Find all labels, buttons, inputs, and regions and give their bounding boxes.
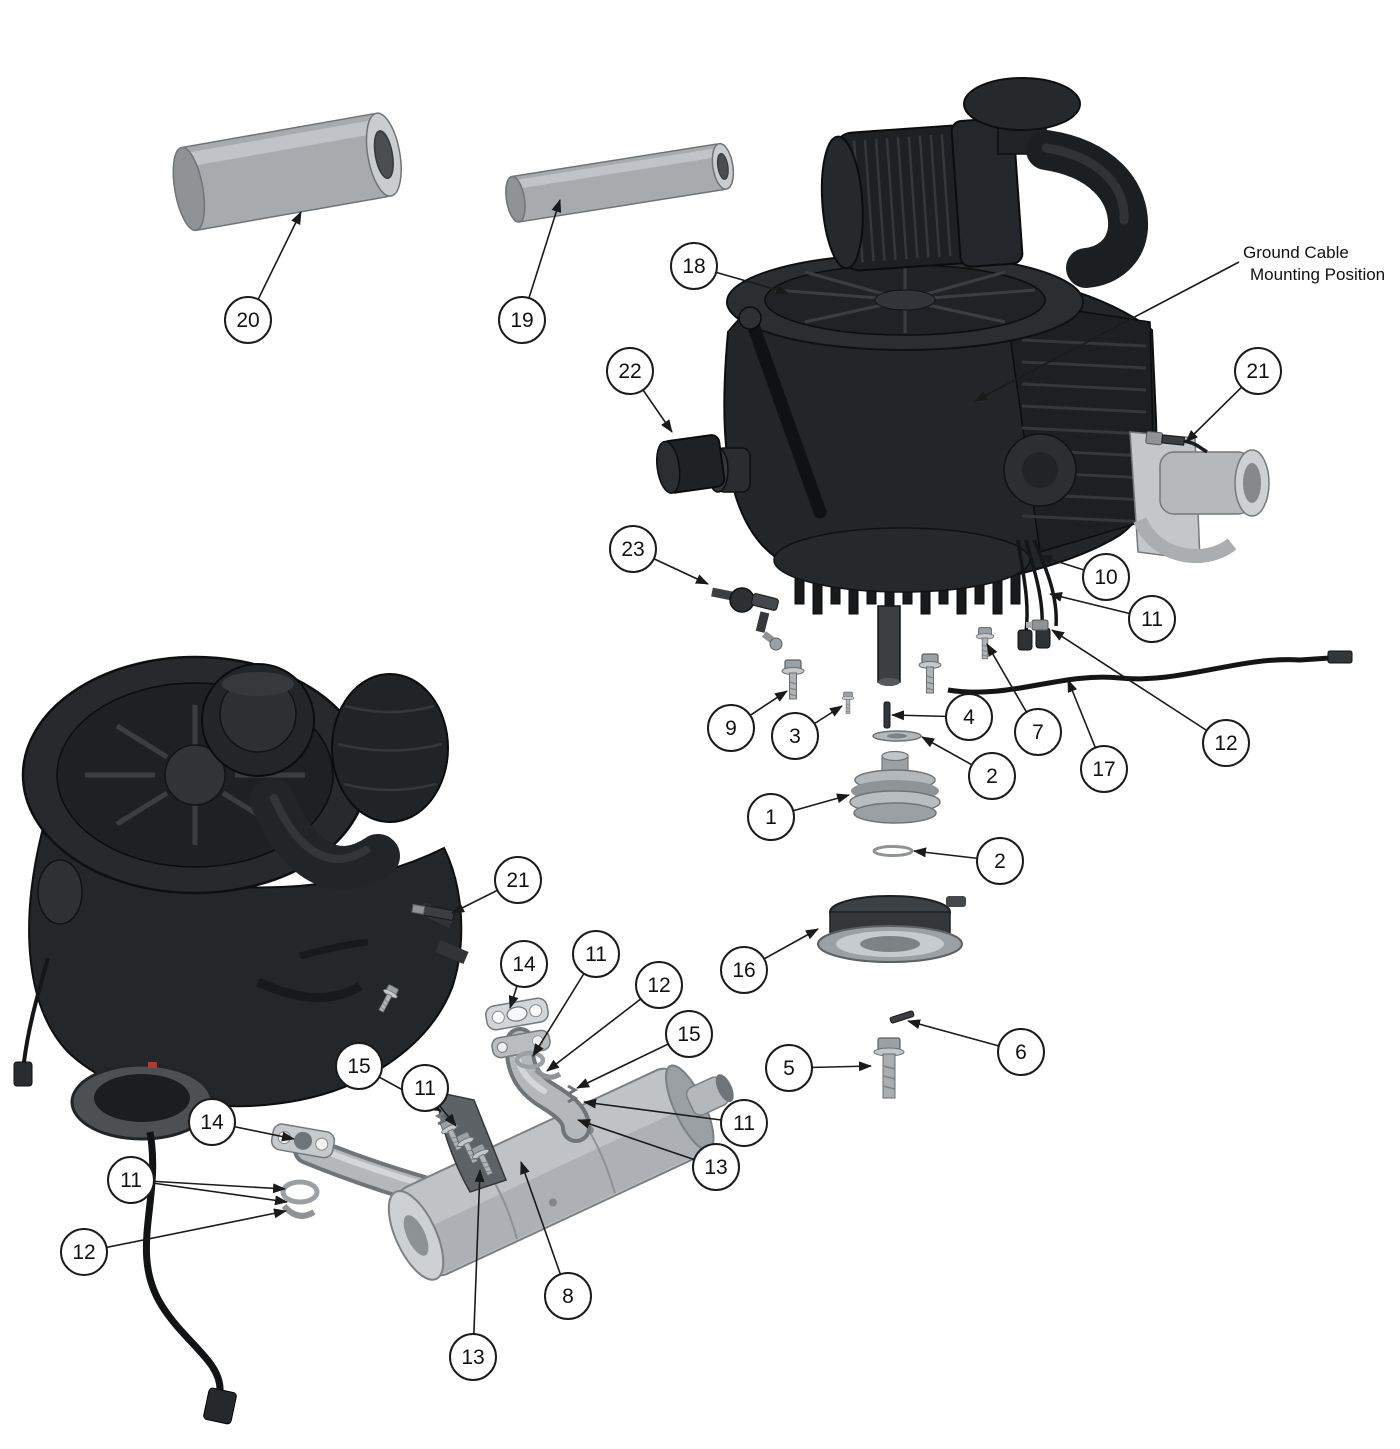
leader-line-23	[632, 548, 709, 585]
crankshaft-key-4	[883, 701, 891, 729]
leader-line-15	[358, 1065, 442, 1112]
clutch-bolt-5	[873, 1037, 905, 1099]
sensor-21-lower	[411, 903, 455, 921]
mounting-bracket	[1129, 431, 1270, 563]
leader-line-10	[1039, 554, 1107, 578]
fuel-fitting-23	[711, 587, 783, 651]
ground-cable-label: Ground Cable Mounting Position	[1243, 242, 1385, 286]
cap-22	[656, 434, 726, 494]
leader-line-16	[743, 928, 819, 971]
pipe-gasket-right	[514, 1050, 546, 1070]
pipe-clamp-right	[534, 1068, 562, 1080]
spring-clip-right	[564, 1084, 579, 1104]
crankshaft	[877, 605, 901, 686]
electric-clutch-16	[817, 895, 966, 963]
washer-2-lower	[872, 845, 914, 857]
leader-line-22	[629, 370, 673, 433]
leader-line-21	[451, 879, 519, 914]
leader-line-4	[891, 710, 970, 721]
leader-line-20	[247, 211, 302, 321]
ground-cable-leader-line	[974, 261, 1240, 402]
ground-cable-label-line2: Mounting Position	[1250, 265, 1386, 284]
leader-line-13	[472, 1169, 485, 1358]
leader-line-11	[583, 1098, 745, 1124]
leader-line-11	[1049, 592, 1153, 620]
leader-line-9	[730, 690, 788, 729]
leader-line-2	[913, 847, 1001, 862]
leader-line-12	[83, 1208, 287, 1253]
hardware-bolts	[781, 619, 1049, 714]
leader-line-17	[1067, 679, 1105, 770]
leader-line-2	[921, 736, 993, 777]
interlock-cable-17	[947, 650, 1353, 695]
tube-spacer-20	[172, 112, 402, 232]
leader-line-12	[546, 984, 660, 1072]
exhaust-flange-left	[270, 1123, 336, 1159]
leader-line-6	[907, 1019, 1022, 1053]
exhaust-clamp-left	[281, 1203, 316, 1219]
engine-assembly-lower	[13, 655, 469, 1425]
pulley-1	[849, 750, 941, 824]
exhaust-gasket-left	[280, 1179, 320, 1205]
leader-line-21	[1185, 370, 1259, 443]
engine-assembly-upper	[707, 77, 1270, 686]
leader-line-11	[130, 1179, 286, 1194]
air-cleaner	[820, 117, 1024, 272]
battery-cable	[142, 1131, 237, 1425]
leader-line-3	[794, 705, 843, 737]
square-key-6	[889, 1010, 915, 1024]
washer-2-upper	[872, 730, 922, 742]
leader-line-5	[788, 1061, 872, 1072]
leader-line-1	[770, 793, 850, 818]
exhaust-gasket-right	[485, 997, 549, 1031]
leader-line-12	[1051, 629, 1227, 744]
ground-cable-label-line1: Ground Cable	[1243, 243, 1349, 262]
leader-line-11	[130, 1179, 288, 1206]
tube-spacer-19	[505, 142, 735, 223]
muffler-body	[387, 1064, 734, 1281]
intake-cap	[963, 77, 1081, 155]
clutch-and-pulley-stack	[817, 701, 966, 1099]
